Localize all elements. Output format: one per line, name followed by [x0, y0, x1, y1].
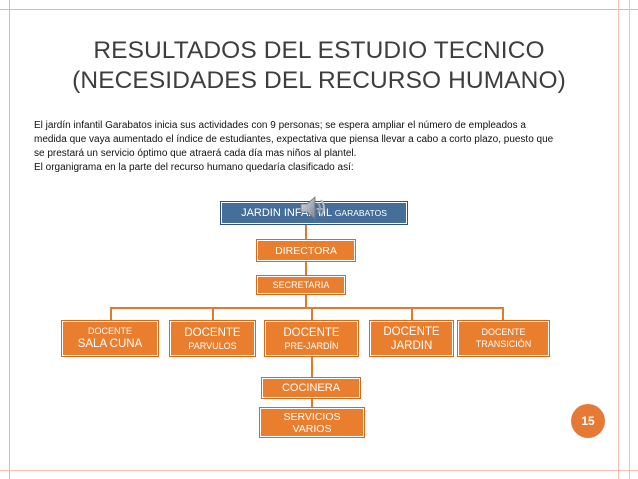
docente-5-l1: DOCENTE [481, 327, 526, 337]
org-node-docente-jardin: DOCENTE JARDIN [370, 321, 453, 356]
servicios-l2: VARIOS [292, 422, 332, 435]
connector-secretaria-bus [305, 294, 307, 308]
connector-docente-1 [110, 307, 112, 321]
body-line-4: El organigrama en la parte del recurso h… [34, 162, 354, 173]
connector-docentes-bus [110, 307, 503, 309]
docente-3-l2: PRE-JARDÍN [284, 340, 339, 351]
page-number-badge: 15 [571, 404, 605, 438]
cocinera-label: COCINERA [281, 382, 341, 394]
docente-1-l2: SALA CUNA [77, 338, 143, 350]
directora-label: DIRECTORA [275, 244, 337, 257]
org-node-docente-sala-cuna: DOCENTE SALA CUNA [62, 321, 158, 356]
decor-line-bottom [0, 470, 638, 471]
connector-docente-4 [411, 307, 413, 321]
page-number: 15 [581, 414, 595, 428]
org-node-docente-transicion: DOCENTE TRANSICIÓN [458, 321, 549, 356]
body-line-1: El jardín infantil Garabatos inicia sus … [34, 120, 526, 131]
speaker-icon[interactable] [296, 191, 330, 225]
org-node-cocinera: COCINERA [262, 378, 360, 398]
docente-4-l1: DOCENTE [383, 325, 440, 338]
docente-2-l1: DOCENTE [184, 326, 241, 339]
connector-directora-secretaria [305, 261, 307, 276]
docente-3-l1: DOCENTE [283, 326, 340, 339]
root-small-label: GARABATOS [334, 208, 387, 218]
docente-5-l2: TRANSICIÓN [475, 339, 532, 349]
decor-line-left [9, 0, 10, 479]
org-node-docente-pre-jardin: DOCENTE PRE-JARDÍN [265, 321, 358, 356]
org-node-secretaria: SECRETARIA [257, 276, 345, 294]
connector-docente-2 [212, 307, 214, 321]
body-line-2: medida que vaya aumentado el índice de e… [34, 134, 554, 145]
docente-1-l1: DOCENTE [87, 326, 132, 336]
org-node-directora: DIRECTORA [257, 240, 355, 261]
body-text: El jardín infantil Garabatos inicia sus … [34, 119, 604, 175]
secretaria-label: SECRETARIA [272, 280, 330, 290]
connector-docente-5 [502, 307, 504, 321]
decor-line-right-1 [618, 0, 619, 479]
connector-cocinera-servicios [311, 398, 313, 408]
connector-root-directora [305, 224, 307, 240]
slide-title: RESULTADOS DEL ESTUDIO TECNICO (NECESIDA… [40, 36, 598, 96]
title-line-2: (NECESIDADES DEL RECURSO HUMANO) [72, 67, 566, 94]
connector-docente-cocinera [311, 356, 313, 378]
title-line-1: RESULTADOS DEL ESTUDIO TECNICO [93, 37, 545, 64]
decor-line-top [0, 9, 638, 10]
docente-2-l2: PARVULOS [188, 340, 237, 351]
docente-4-l2: JARDIN [390, 339, 433, 352]
org-node-docente-parvulos: DOCENTE PARVULOS [170, 321, 255, 356]
org-node-servicios-varios: SERVICIOS VARIOS [260, 408, 364, 437]
body-line-3: se prestará un servicio óptimo que atrae… [34, 148, 357, 159]
decor-line-right-2 [629, 0, 630, 479]
servicios-l1: SERVICIOS [283, 410, 341, 423]
connector-docente-3 [311, 307, 313, 321]
